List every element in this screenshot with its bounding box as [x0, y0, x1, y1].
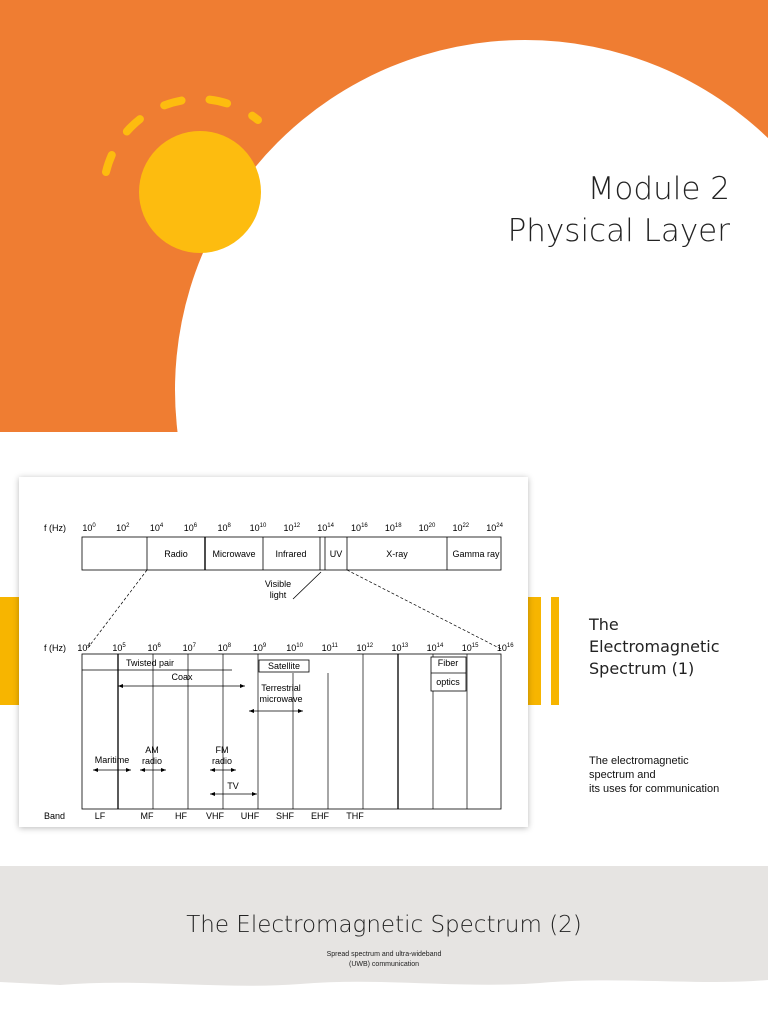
top-tick: 1010 [250, 523, 267, 533]
region-uv: UV [330, 549, 343, 559]
slide3-background [0, 866, 768, 986]
top-tick: 1022 [452, 523, 469, 533]
region-microwave: Microwave [212, 549, 255, 559]
slide-module-title: Module 2 Physical Layer [0, 0, 768, 432]
slide3-subtitle: Spread spectrum and ultra-wideband (UWB)… [0, 950, 768, 970]
sun-ray-dashes [102, 94, 262, 176]
slide2-title-line3: Spectrum (1) [589, 659, 695, 678]
region-gamma-ray: Gamma ray [452, 549, 500, 559]
caption-line1: The electromagnetic [589, 755, 689, 767]
module-title-line2: Physical Layer [507, 213, 730, 249]
top-tick: 106 [184, 523, 198, 533]
subtitle-line1: Spread spectrum and ultra-wideband [326, 951, 442, 958]
top-tick: 1024 [486, 523, 503, 533]
fiber-optics-box [430, 656, 467, 692]
top-tick: 1014 [317, 523, 334, 533]
zoom-line-right [346, 569, 502, 650]
band-axis-label: Band [44, 811, 65, 821]
slide2-title-line2: Electromagnetic [589, 637, 720, 656]
visible-light-pointer [292, 571, 322, 600]
bottom-tick: 105 [112, 643, 126, 653]
accent-bar-left [0, 597, 19, 705]
tv-arrowheads [210, 792, 257, 796]
accent-bar-right-1 [528, 597, 541, 705]
band-label: SHF [276, 811, 295, 821]
torn-paper-band [0, 866, 768, 986]
visible-light-label-2: light [270, 590, 287, 600]
bottom-tick: 1016 [497, 643, 514, 653]
top-tick: 1016 [351, 523, 368, 533]
top-tick: 1018 [385, 523, 402, 533]
visible-light-label-1: Visible [265, 579, 291, 589]
media-terrestrial-1: Terrestrial [261, 683, 301, 693]
bottom-tick: 1011 [322, 643, 339, 653]
media-maritime: Maritime [95, 755, 130, 765]
zoom-line-left [86, 569, 148, 650]
media-am-1: AM [145, 745, 159, 755]
region-radio: Radio [164, 549, 188, 559]
media-terrestrial-2: microwave [259, 694, 302, 704]
white-arc-shape [175, 40, 768, 432]
module-title: Module 2 Physical Layer [508, 168, 730, 252]
top-tick: 108 [218, 523, 232, 533]
media-twisted-pair: Twisted pair [126, 658, 174, 668]
top-tick: 100 [82, 523, 96, 533]
slide2-title: The Electromagnetic Spectrum (1) [589, 614, 759, 680]
bottom-spectrum-box [81, 653, 502, 810]
bottom-tick: 1010 [286, 643, 303, 653]
media-fiber-2: optics [436, 677, 460, 687]
bottom-tick: 1012 [356, 643, 373, 653]
band-label: HF [175, 811, 187, 821]
bottom-tick: 109 [253, 643, 267, 653]
module-title-line1: Module 2 [587, 171, 730, 207]
slide2-title-line1: The [589, 615, 619, 634]
band-label: LF [95, 811, 106, 821]
bottom-axis-label: f (Hz) [44, 643, 66, 653]
media-am-2: radio [142, 756, 162, 766]
media-fm-1: FM [216, 745, 229, 755]
media-coax: Coax [171, 672, 193, 682]
region-infrared: Infrared [275, 549, 306, 559]
slide-em-spectrum-2: The Electromagnetic Spectrum (2) Spread … [0, 864, 768, 1024]
caption-line3: its uses for communication [589, 783, 720, 795]
bottom-tick: 1015 [462, 643, 479, 653]
media-tv: TV [227, 781, 239, 791]
top-axis-label: f (Hz) [44, 523, 66, 533]
bottom-tick: 1013 [392, 643, 409, 653]
band-label: EHF [311, 811, 330, 821]
media-fm-2: radio [212, 756, 232, 766]
accent-bar-right-2 [551, 597, 559, 705]
bottom-tick: 106 [148, 643, 162, 653]
top-tick-labels: 100 102 104 106 108 1010 1012 1014 1016 1018 1020 1… [82, 523, 503, 533]
bottom-tick: 108 [218, 643, 232, 653]
caption-line2: spectrum and [589, 769, 656, 781]
bottom-tick: 1014 [427, 643, 444, 653]
slide3-title: The Electromagnetic Spectrum (2) [186, 912, 582, 938]
band-label: MF [141, 811, 154, 821]
band-label: THF [346, 811, 364, 821]
slide1-background [0, 0, 768, 432]
region-x-ray: X-ray [386, 549, 408, 559]
top-tick: 102 [116, 523, 130, 533]
media-satellite: Satellite [268, 661, 300, 671]
top-tick: 1012 [283, 523, 300, 533]
band-label: UHF [241, 811, 260, 821]
top-spectrum-strip [81, 536, 502, 571]
band-label: VHF [206, 811, 225, 821]
band-labels: LF MF HF VHF UHF SHF EHF THF [95, 811, 365, 821]
media-fiber-1: Fiber [438, 658, 459, 668]
bottom-tick-labels: 104 105 106 107 108 109 1010 1011 1012 1013 1014 10… [77, 643, 514, 653]
subtitle-line2: (UWB) communication [348, 961, 419, 968]
slide2-caption: The electromagnetic spectrum and its use… [589, 754, 759, 796]
top-tick: 104 [150, 523, 164, 533]
top-tick: 1020 [419, 523, 436, 533]
sun-circle [139, 131, 261, 253]
bottom-grid-lines [117, 654, 468, 809]
satellite-box [258, 659, 310, 673]
bottom-tick: 104 [77, 643, 91, 653]
bottom-tick: 107 [183, 643, 197, 653]
